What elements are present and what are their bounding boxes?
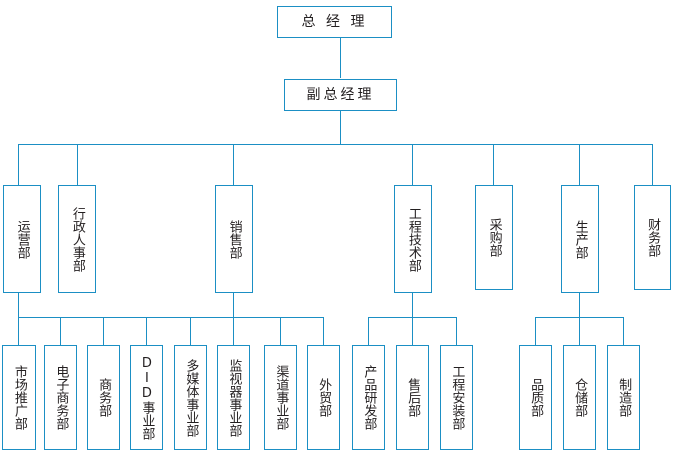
drop-did (146, 317, 147, 345)
drop-rnd (368, 317, 369, 345)
node-quality[interactable]: 品质部 (519, 345, 552, 450)
node-label: 商务部 (96, 378, 112, 417)
node-label: 销售部 (226, 219, 242, 259)
node-label: 工程安装部 (449, 365, 465, 430)
drop-finance (652, 144, 653, 185)
node-label: 仓储部 (572, 378, 588, 417)
edge-sales-down (233, 293, 234, 317)
drop-sales (233, 144, 234, 185)
bus-sales (103, 317, 324, 318)
node-label: 多媒体事业部 (183, 358, 199, 437)
node-ecommerce[interactable]: 电子商务部 (44, 345, 77, 450)
node-production[interactable]: 生产部 (561, 185, 599, 293)
drop-ecommerce (60, 317, 61, 345)
node-monitor-division[interactable]: 监视器事业部 (217, 345, 250, 450)
bus-level3 (18, 144, 653, 145)
node-general-manager[interactable]: 总 经 理 (277, 6, 392, 38)
node-did-division[interactable]: DID事业部 (130, 345, 163, 450)
drop-multimedia (190, 317, 191, 345)
node-procurement[interactable]: 采购部 (475, 185, 513, 290)
drop-engineering (412, 144, 413, 185)
node-label: 生产部 (572, 219, 588, 259)
drop-engineering-install (456, 317, 457, 345)
node-admin-hr[interactable]: 行政人事部 (58, 185, 96, 293)
node-label: 工程技术部 (405, 206, 421, 272)
node-finance[interactable]: 财务部 (634, 185, 671, 290)
node-engineering-install[interactable]: 工程安装部 (440, 345, 473, 450)
node-label: 运营部 (14, 219, 30, 259)
node-label: 渠道事业部 (273, 365, 289, 430)
node-rnd[interactable]: 产品研发部 (352, 345, 385, 450)
edge-gm-to-deputy (340, 38, 341, 78)
node-label: 品质部 (528, 378, 544, 417)
edge-operations-down (18, 293, 19, 317)
drop-procurement (493, 144, 494, 185)
node-label: 财务部 (645, 218, 661, 257)
node-label: 行政人事部 (69, 206, 85, 272)
node-label: 副总经理 (306, 87, 375, 103)
node-sales[interactable]: 销售部 (215, 185, 253, 293)
node-foreign-trade[interactable]: 外贸部 (307, 345, 340, 450)
drop-operations (18, 144, 19, 185)
drop-admin-hr (77, 144, 78, 185)
drop-channel (280, 317, 281, 345)
node-label: 外贸部 (316, 378, 332, 417)
node-label: 产品研发部 (361, 365, 377, 430)
node-label: 制造部 (616, 378, 632, 417)
drop-marketing (18, 317, 19, 345)
node-label: 售后部 (405, 378, 421, 417)
drop-operations-right (103, 317, 104, 345)
node-deputy-general-manager[interactable]: 副总经理 (284, 79, 397, 111)
node-label: DID事业部 (139, 355, 155, 440)
node-label: 电子商务部 (53, 365, 69, 430)
drop-manufacturing (623, 317, 624, 345)
node-label: 采购部 (486, 218, 502, 257)
node-label: 总 经 理 (301, 14, 368, 30)
drop-warehouse (579, 317, 580, 345)
node-operations[interactable]: 运营部 (3, 185, 41, 293)
drop-quality (535, 317, 536, 345)
node-warehouse[interactable]: 仓储部 (563, 345, 596, 450)
node-channel-division[interactable]: 渠道事业部 (264, 345, 297, 450)
edge-engineering-down (412, 293, 413, 317)
drop-foreign-trade (323, 317, 324, 345)
node-marketing[interactable]: 市场推广部 (2, 345, 36, 450)
edge-deputy-down (340, 111, 341, 144)
node-engineering-tech[interactable]: 工程技术部 (394, 185, 432, 293)
node-multimedia-division[interactable]: 多媒体事业部 (174, 345, 207, 450)
node-business[interactable]: 商务部 (87, 345, 120, 450)
edge-production-down (579, 293, 580, 317)
drop-monitor (233, 317, 234, 345)
node-label: 监视器事业部 (226, 358, 242, 437)
node-label: 市场推广部 (11, 365, 27, 430)
drop-after-sales (412, 317, 413, 345)
node-manufacturing[interactable]: 制造部 (607, 345, 640, 450)
drop-production (579, 144, 580, 185)
node-after-sales[interactable]: 售后部 (396, 345, 429, 450)
